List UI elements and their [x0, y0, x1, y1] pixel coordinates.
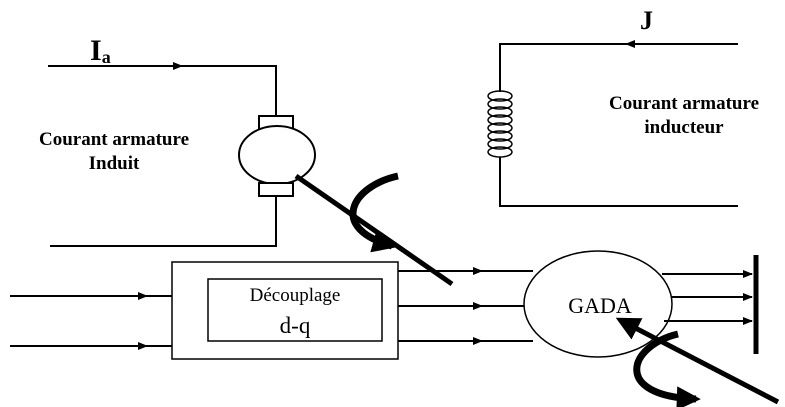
field-top-wire [499, 43, 628, 92]
field-bottom-wire [499, 157, 738, 207]
induit-label-line1: Courant armature [38, 129, 190, 150]
field-circuit [487, 40, 738, 207]
field-coil [487, 90, 513, 158]
dq-label: d-q [279, 313, 311, 338]
rotation-arrow-gada [633, 330, 701, 407]
rotation-arrow-motor [349, 172, 399, 253]
decoupling-block [10, 261, 399, 360]
j-label: J [640, 6, 653, 35]
dc-motor-armature [238, 125, 316, 185]
decoupling-outputs [398, 267, 533, 345]
decouplage-label: Découplage [249, 285, 341, 306]
gada-label: GADA [568, 293, 632, 318]
ia-subscript: a [101, 47, 111, 67]
inducteur-label-line1: Courant armature [608, 93, 760, 114]
gada-shaft-line [615, 317, 780, 405]
armature-top-wire [180, 65, 277, 116]
inducteur-label-line2: inducteur [644, 117, 724, 139]
ia-label: Ia [90, 34, 111, 67]
armature-bottom-wire [50, 196, 277, 247]
induit-label: Courant armature Induit [12, 128, 216, 177]
decoupling-inner-box [207, 278, 383, 342]
armature-circuit [48, 62, 316, 247]
inducteur-label: Courant armature inducteur [578, 92, 785, 141]
brush-bottom [258, 182, 294, 197]
rotation-indicators [294, 172, 780, 407]
induit-label-line2: Induit [88, 153, 140, 175]
